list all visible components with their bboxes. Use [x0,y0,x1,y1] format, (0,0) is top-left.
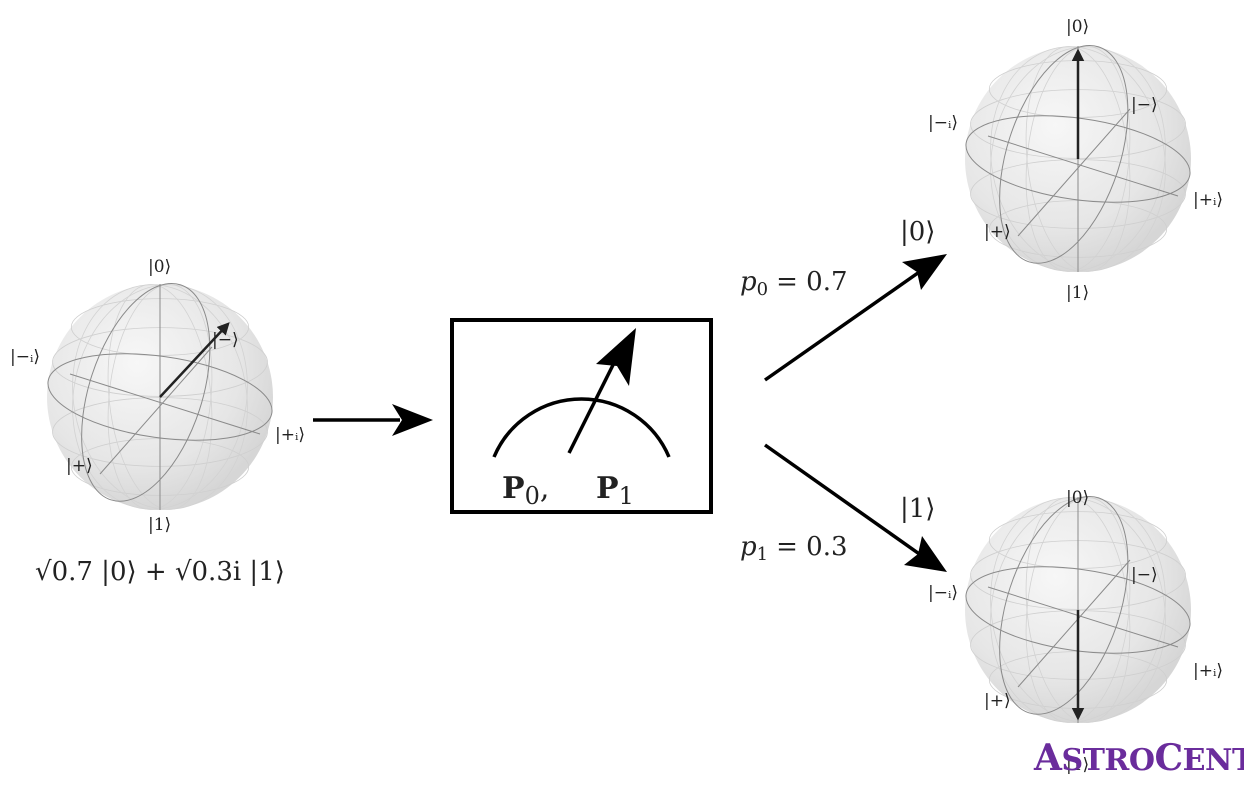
meridian [999,44,1129,264]
meter-arc [492,397,671,458]
outcome-0-state: |0⟩ [900,217,935,247]
prob-0-label: p0= 0.7 [740,267,848,300]
label-ket-minus: |−⟩ [212,330,239,350]
label-ket-minus-i: |−ᵢ⟩ [10,347,40,367]
prob-1-label: p1= 0.3 [740,532,848,565]
longitude-ring [107,284,213,510]
top-label-ket-plus-i: |+ᵢ⟩ [1193,190,1223,210]
top-label-ket-minus: |−⟩ [1131,95,1158,115]
top-label-ket-0: |0⟩ [1066,17,1089,37]
bot-label-ket-minus-i: |−ᵢ⟩ [928,583,958,603]
meridian [999,495,1129,715]
top-label-ket-minus-i: |−ᵢ⟩ [928,113,958,133]
bloch-sphere-outcome-1 [965,495,1191,723]
input-arrow-head [392,404,433,436]
outcome-1-arrow-line [763,443,927,560]
longitude-ring [990,497,1166,723]
x-axis [1017,559,1131,688]
longitude-ring [990,46,1166,272]
outcome-1-state: |1⟩ [900,494,935,524]
longitude-ring [72,284,248,510]
bloch-sphere-outcome-0 [965,44,1191,272]
projector-p1: P1 [596,471,634,510]
longitude-ring [72,284,248,510]
bot-label-ket-1: |1⟩ [1066,755,1089,775]
meter-needle-head [596,328,636,386]
x-axis [1017,108,1131,237]
longitude-ring [1025,46,1131,272]
equator [965,115,1191,203]
y-axis [69,373,261,435]
meter-needle [567,354,620,454]
initial-state-formula: √0.7 |0⟩ + √0.3i |1⟩ [35,557,285,587]
y-axis [987,586,1179,648]
bot-label-ket-plus-i: |+ᵢ⟩ [1193,661,1223,681]
measurement-box [450,318,713,514]
outcome-0-arrow-line [763,266,927,382]
bloch-sphere-initial [47,282,273,510]
projector-p0: P0, [502,471,549,510]
bot-label-ket-plus: |+⟩ [984,691,1011,711]
label-ket-1: |1⟩ [148,515,171,535]
top-label-ket-plus: |+⟩ [984,222,1011,242]
top-label-ket-1: |1⟩ [1066,283,1089,303]
bot-label-ket-0: |0⟩ [1066,488,1089,508]
outcome-0-arrow-head [902,254,947,290]
longitude-ring [1025,497,1131,723]
label-ket-0: |0⟩ [148,257,171,277]
x-axis [99,346,213,475]
equator [965,566,1191,654]
longitude-ring [990,497,1166,723]
meridian [81,282,211,502]
equator [47,353,273,441]
bot-label-ket-minus: |−⟩ [1131,565,1158,585]
astrocent-logo: ASTROCENT [1034,737,1244,779]
y-axis [987,135,1179,197]
outcome-1-arrow-head [904,536,947,572]
label-ket-plus-i: |+ᵢ⟩ [275,425,305,445]
longitude-ring [990,46,1166,272]
state-vector-arrow [159,322,230,398]
label-ket-plus: |+⟩ [66,456,93,476]
